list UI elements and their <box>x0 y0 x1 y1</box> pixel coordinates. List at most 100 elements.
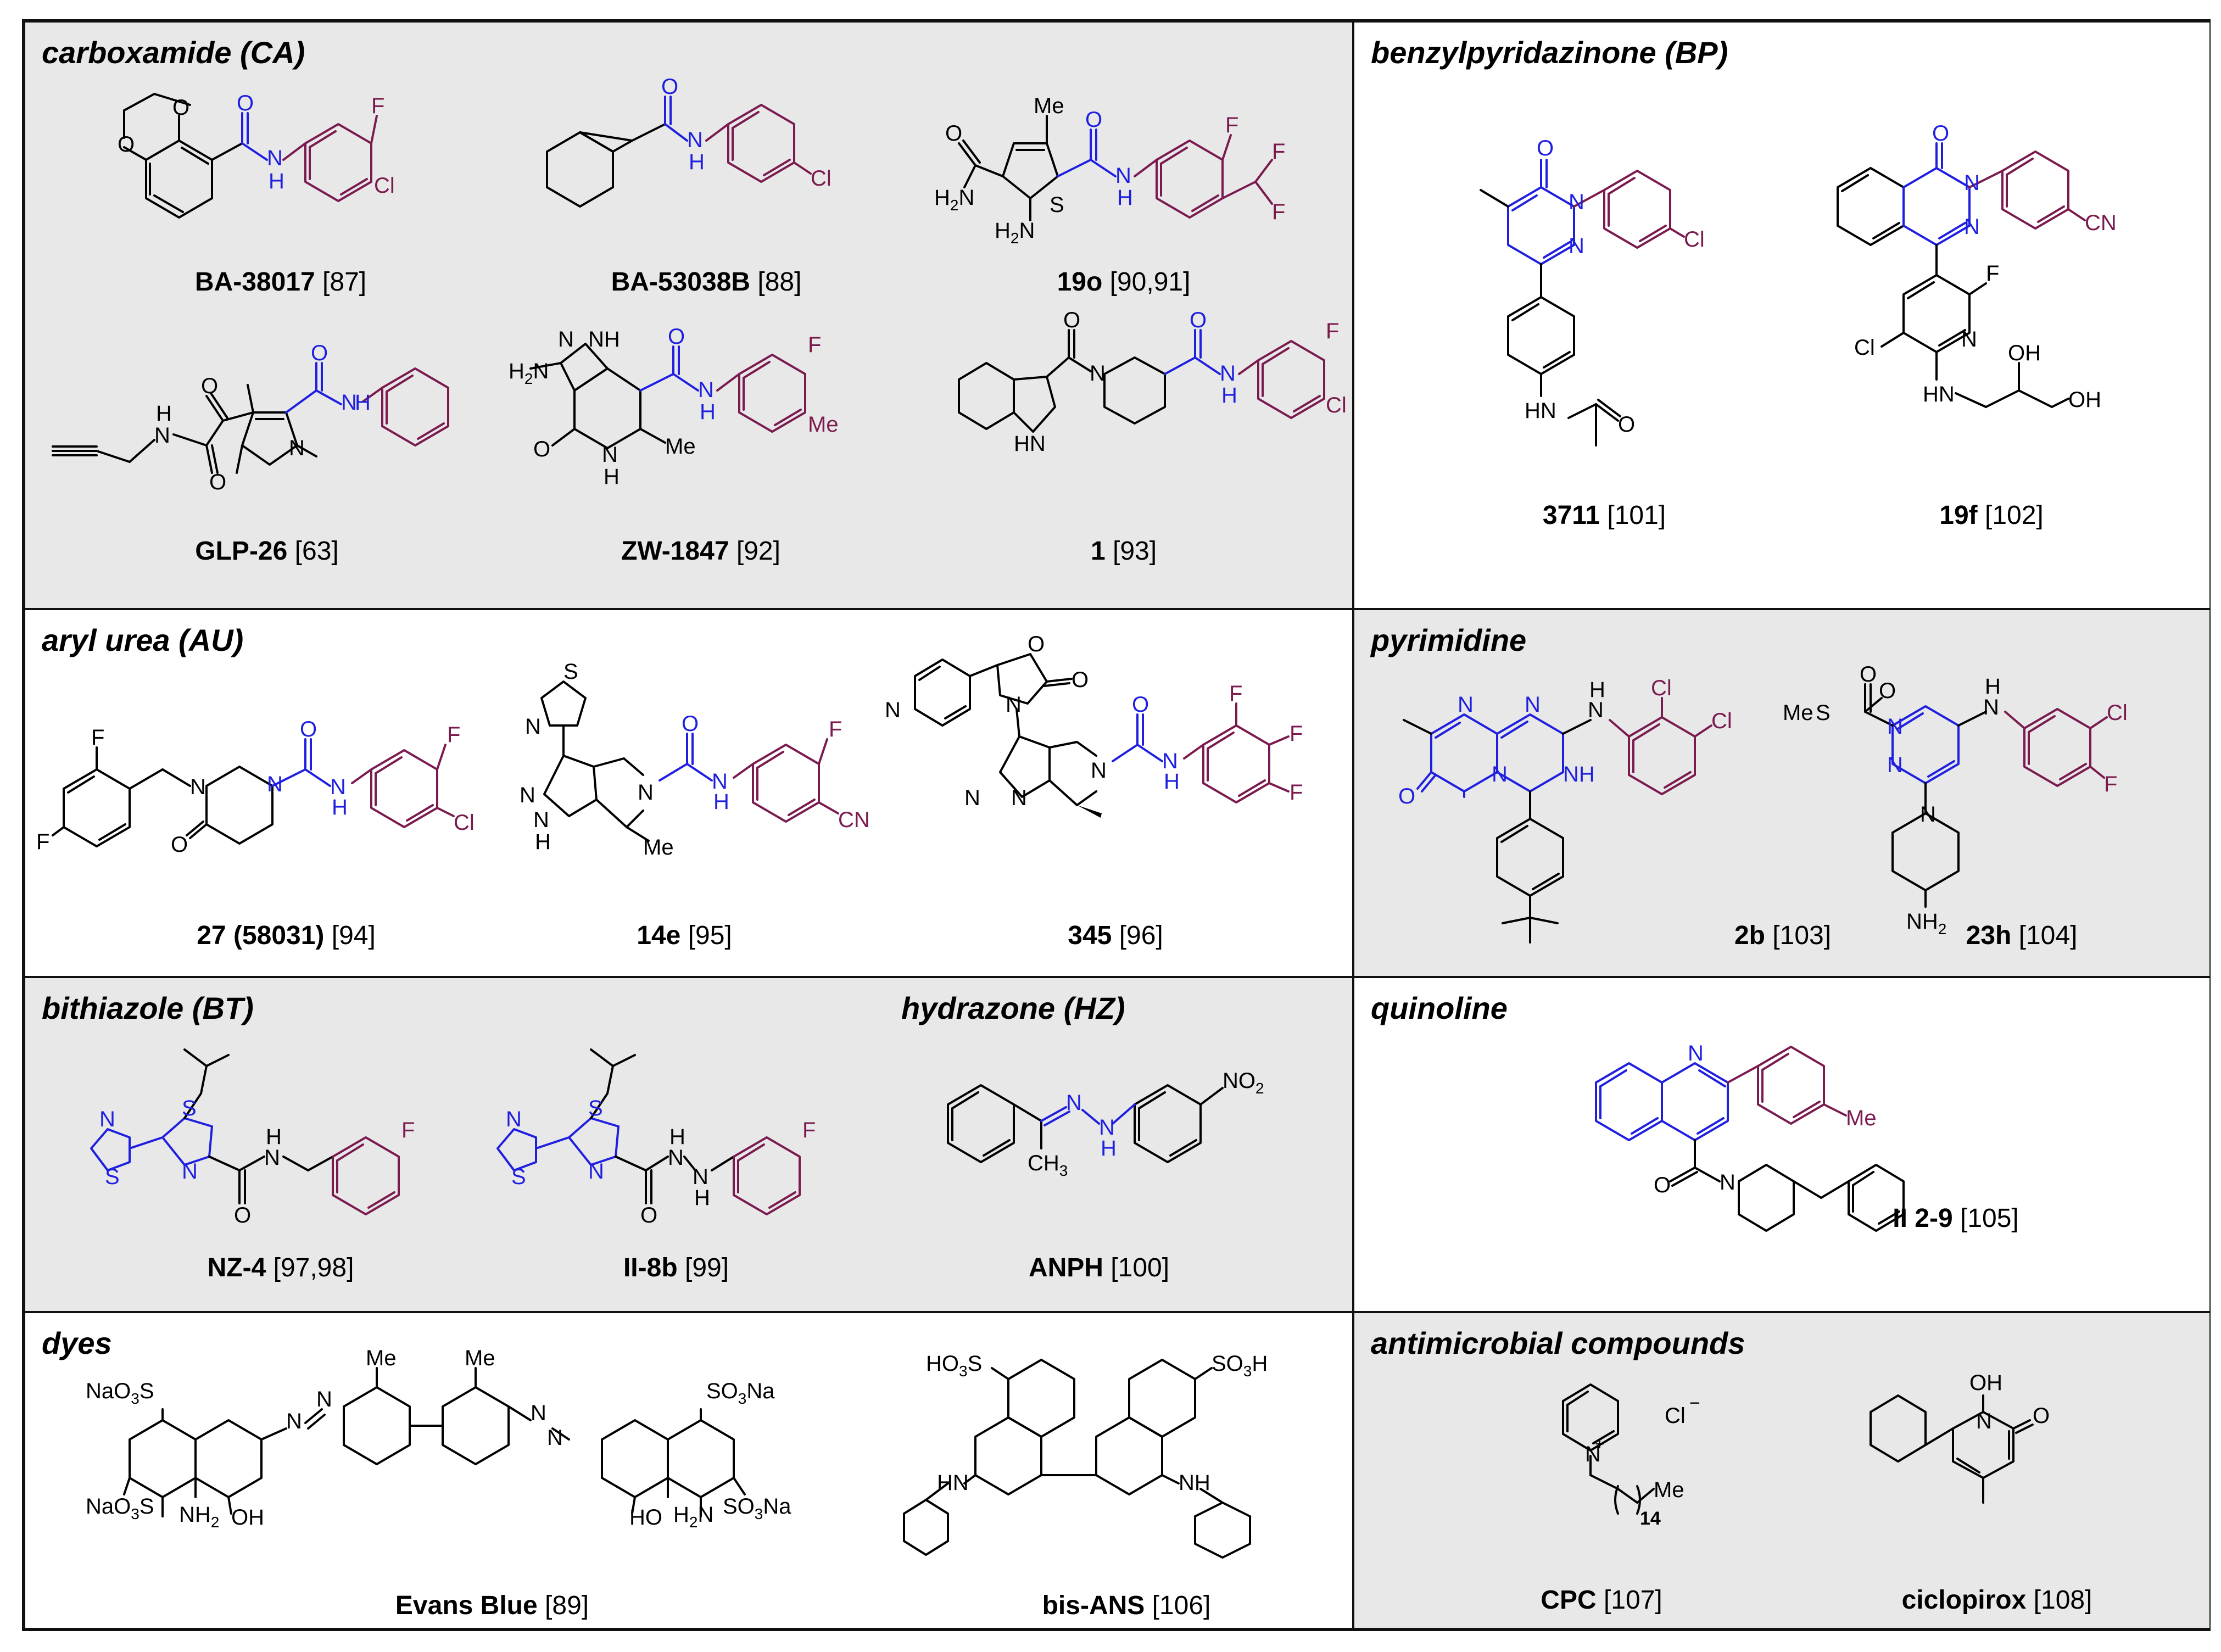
atom-me: Me <box>808 412 839 437</box>
atom-n: N <box>533 359 549 383</box>
atom-n: N <box>1091 758 1107 783</box>
atom-me: Me <box>366 1346 397 1370</box>
atom-n: N <box>99 1107 115 1131</box>
subscript: 2 <box>211 1514 220 1531</box>
atom-cl: Cl <box>1711 709 1732 733</box>
compound-caption: ZW-1847 [92] <box>621 536 780 566</box>
compound-ref: [108] <box>2033 1586 2092 1615</box>
atom-h: H <box>689 150 705 174</box>
atom-n: N <box>885 698 901 722</box>
atom-nh: NH <box>1179 1471 1210 1495</box>
atom-h: H <box>1164 769 1180 794</box>
compound-name: II 2-9 <box>1893 1204 1953 1233</box>
atom-n: N <box>1019 219 1035 243</box>
atom-n: N <box>1492 762 1508 786</box>
panel-title: quinoline <box>1371 991 1508 1025</box>
structure-ba-38017: O O O N H F Cl <box>118 91 395 219</box>
atom-hn: HN <box>1525 399 1556 423</box>
atom-n: N <box>638 780 654 805</box>
subscript: 2 <box>1255 1080 1264 1097</box>
atom-n: N <box>1964 171 1980 195</box>
atom-n: N <box>525 715 541 739</box>
compound-ref: [95] <box>688 921 732 950</box>
atom-f: F <box>1326 319 1339 343</box>
compound-ref: [107] <box>1603 1586 1662 1615</box>
compound-name: 3711 <box>1542 501 1600 530</box>
atom-s: S <box>182 1096 197 1120</box>
structure-2b: N N N NH O N H Cl Cl <box>1398 676 1732 944</box>
compound-caption: BA-38017 [87] <box>195 267 366 297</box>
atom-cl: Cl <box>1854 336 1875 360</box>
panel-quinoline: quinoline <box>1353 977 2211 1312</box>
atom-f: F <box>1225 113 1238 137</box>
compound-caption: 19o [90,91] <box>1057 267 1191 297</box>
compound-ref: [101] <box>1607 501 1666 530</box>
structure-23h: Me S O O N N N H N NH2 Cl F <box>1783 662 2128 937</box>
atom-s: S <box>563 660 578 684</box>
atom-o: O <box>1063 308 1080 332</box>
atom-n: N <box>1099 1115 1115 1140</box>
atom-n: N <box>964 786 980 810</box>
compound-name: GLP-26 <box>195 537 288 566</box>
compound-ref: [90,91] <box>1109 267 1191 297</box>
atom-s: S <box>105 1165 120 1189</box>
atom-h: H <box>1985 674 2001 699</box>
atom-n: N <box>341 390 357 415</box>
atom-ch3: CH3 <box>1028 1151 1068 1179</box>
compound-ref: [93] <box>1112 537 1157 566</box>
compound-name: II-8b <box>623 1253 678 1282</box>
atom-o: O <box>234 1203 251 1227</box>
panel-title: carboxamide (CA) <box>42 35 305 70</box>
atom-n: N <box>1887 715 1903 739</box>
atom-h: H <box>700 400 716 424</box>
compound-name: 14e <box>637 921 681 950</box>
atom-oh: OH <box>1969 1371 2002 1395</box>
atom-f: F <box>371 94 384 118</box>
atom-h: H <box>1117 186 1133 210</box>
compound-ref: [102] <box>1984 501 2044 530</box>
atom-n: N <box>588 1159 604 1184</box>
atom-no2: NO2 <box>1223 1069 1264 1097</box>
atom-o: O <box>640 1203 657 1227</box>
compound-name: ZW-1847 <box>621 537 729 566</box>
atom-n: N <box>1115 164 1131 188</box>
atom-h: H <box>1252 1352 1268 1376</box>
structure-1: O N HN O N H F Cl <box>958 308 1347 456</box>
atom-o: O <box>1085 108 1102 132</box>
atom-n: N <box>316 1387 332 1411</box>
compound-caption: BA-53038B [88] <box>611 267 802 297</box>
atom-h: H <box>355 390 371 415</box>
panel-title: hydrazone (HZ) <box>901 991 1125 1025</box>
atom-h: H <box>332 795 348 819</box>
structure-ciclopirox: N OH O <box>1870 1371 2050 1504</box>
compound-name: 19o <box>1057 267 1103 297</box>
atom-n: N <box>1220 361 1236 386</box>
atom-me: Me <box>1654 1478 1684 1502</box>
atom-o: O <box>237 91 254 115</box>
atom-nh2: NH2 <box>179 1503 219 1531</box>
atom-o: O <box>661 75 678 99</box>
atom-h: H <box>669 1125 685 1149</box>
atom-n: N <box>264 1146 280 1170</box>
subscript: 3 <box>755 1505 763 1522</box>
atom-n: N <box>1011 786 1027 810</box>
atom-h: H <box>1589 678 1605 702</box>
atom-f: F <box>1272 200 1285 224</box>
atom-n: N <box>190 775 206 799</box>
compound-caption: II-8b [99] <box>623 1253 729 1283</box>
panel-bithiazole-hydrazone: bithiazole (BT) hydrazone (HZ) <box>24 977 1353 1312</box>
atom-so3na: SO3Na <box>706 1379 775 1407</box>
structure-cpc: N + Cl − Me 14 <box>1562 1383 1700 1529</box>
atom-o: O <box>1398 784 1415 808</box>
subscript: 2 <box>689 1514 698 1531</box>
atom-cl: Cl <box>454 811 475 835</box>
compound-name: ANPH <box>1028 1253 1103 1282</box>
atom-cn: CN <box>838 808 870 832</box>
atom-o: O <box>1654 1173 1671 1197</box>
structure-evans-blue: NaO3S NaO3S NH2 OH N N Me Me N N HO H2N … <box>86 1346 791 1531</box>
structure-ii-8b: N S S N O N H N H F <box>496 1048 816 1227</box>
atom-o: O <box>118 132 135 157</box>
compound-ref: [88] <box>757 267 802 297</box>
atom-n: N <box>1569 190 1584 214</box>
atom-h: H <box>1101 1136 1117 1160</box>
